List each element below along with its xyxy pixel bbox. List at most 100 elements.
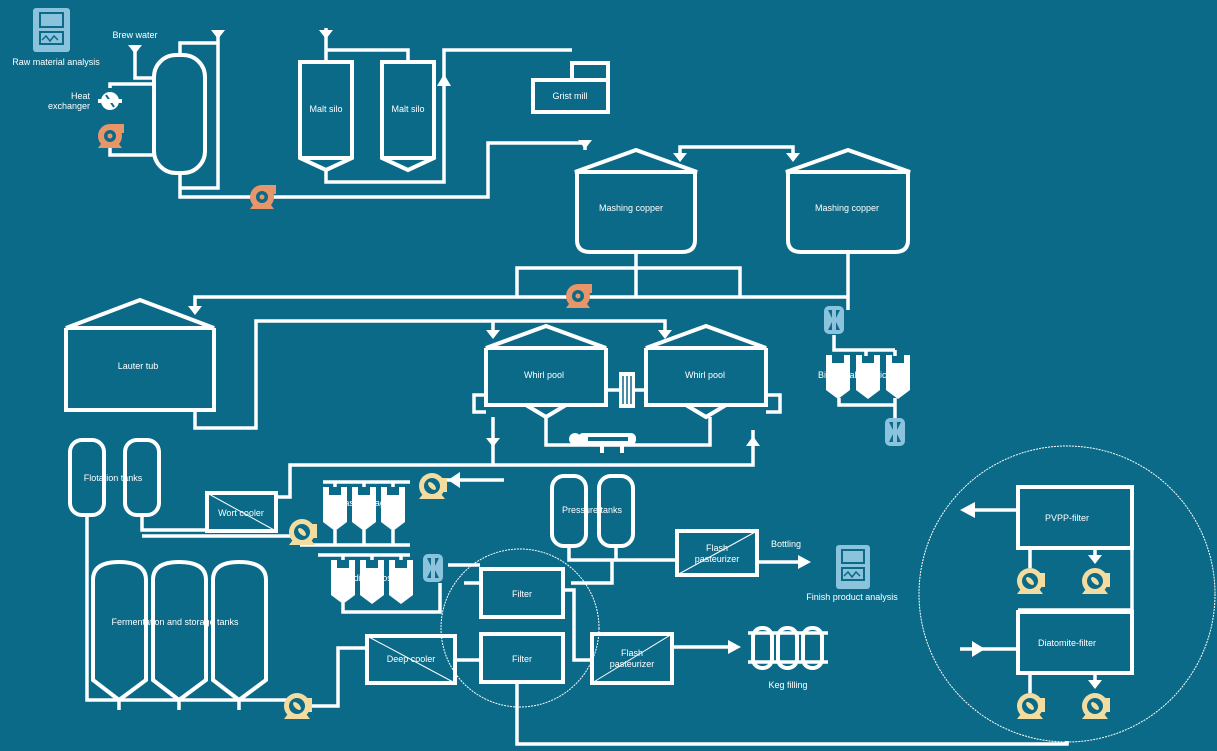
pump-icon[interactable] <box>1082 568 1110 594</box>
arrow-down-icon <box>486 330 500 339</box>
arrow-up-icon <box>437 74 451 86</box>
finish-product-analysis-icon[interactable] <box>836 545 870 589</box>
pump-icon[interactable] <box>250 185 276 209</box>
arrow-down-icon <box>486 438 500 447</box>
yeast-dosage-tank[interactable] <box>352 487 376 531</box>
hot-water-tank[interactable] <box>152 53 207 175</box>
filtration-detail-circle <box>918 445 1216 743</box>
keg-filling-label: Keg filling <box>768 680 807 690</box>
fermentation-tank[interactable] <box>91 559 148 703</box>
diatomite-filter[interactable] <box>1016 610 1134 675</box>
acidification-pipe <box>832 335 897 420</box>
flash-pasteurizer-1[interactable] <box>675 529 759 577</box>
filter-cartridge-icon[interactable] <box>619 372 635 408</box>
ingredient-pipe <box>318 553 480 614</box>
fermentation-tank[interactable] <box>211 559 268 703</box>
whirlpool-label: Whirl pool <box>524 370 564 380</box>
pump-icon[interactable] <box>1082 693 1110 719</box>
pump-icon[interactable] <box>1017 693 1045 719</box>
arrow-down-icon <box>1088 555 1102 564</box>
heat-exchanger-label-2: exchanger <box>48 101 90 111</box>
filtration-pipe <box>960 508 1134 744</box>
arrow-left-icon <box>960 502 975 518</box>
arrow-right-icon <box>728 640 741 654</box>
arrow-down-icon <box>673 153 687 162</box>
mash-to-lauter-pipe <box>193 252 850 310</box>
valve-icon[interactable] <box>423 554 443 582</box>
fermentation-outlet-pipe <box>117 646 367 710</box>
arrow-down-icon <box>786 153 800 162</box>
arrow-right-icon <box>798 555 811 569</box>
arrow-down-icon <box>211 30 225 39</box>
pump-icon[interactable] <box>419 473 447 499</box>
valve-icon[interactable] <box>885 418 905 446</box>
biological-acidification-label: Biological acidification <box>818 370 906 380</box>
arrow-up-icon <box>746 436 760 446</box>
fermentation-tank[interactable] <box>151 559 208 703</box>
valve-icon[interactable] <box>824 306 844 334</box>
grist-mill-label: Grist mill <box>553 91 588 101</box>
mashing-copper-label: Mashing copper <box>599 203 663 213</box>
lauter-to-whirlpool-pipe <box>193 319 667 430</box>
raw-material-analysis-label: Raw material analysis <box>12 57 100 67</box>
filter-detail-circle <box>440 548 600 708</box>
pump-icon[interactable] <box>284 693 312 719</box>
whirlpool-2[interactable] <box>644 323 768 420</box>
flash-pasteurizer-label: Flash <box>621 648 643 658</box>
whirlpool-outlet-pipe <box>276 417 755 499</box>
heat-exchanger-icon[interactable] <box>98 92 122 110</box>
heat-exchanger-label: Heat <box>71 91 91 101</box>
malt-inlet-pipe <box>324 28 410 62</box>
arrow-down-icon <box>319 30 333 39</box>
mashing-copper-2[interactable] <box>785 147 911 254</box>
filter-1[interactable] <box>479 567 565 619</box>
bottling-label: Bottling <box>771 539 801 549</box>
yeast-dosage-tank[interactable] <box>381 487 405 531</box>
pump-icon[interactable] <box>289 519 317 545</box>
flotation-tanks-label: Flotation tanks <box>84 473 143 483</box>
pump-icon[interactable] <box>98 124 124 148</box>
flash-pasteurizer-label-2: pasteurizer <box>610 659 655 669</box>
copper-transfer-pipe <box>678 145 795 158</box>
brew-water-pipe <box>133 50 155 80</box>
yeast-pipe <box>300 480 410 547</box>
raw-material-analysis-icon[interactable] <box>33 8 70 52</box>
grist-mill[interactable] <box>531 61 610 114</box>
fermentation-tanks-label: Fermentation and storage tanks <box>111 617 239 627</box>
malt-silo-1[interactable] <box>298 60 354 173</box>
pump-icon[interactable] <box>566 284 592 308</box>
pressure-tanks-label: Pressure tanks <box>562 505 623 515</box>
pvpp-filter-label: PVPP-filter <box>1045 513 1089 523</box>
deep-cooler-label: Deep cooler <box>387 654 436 664</box>
keg-filling-icon[interactable] <box>748 626 828 670</box>
diatomite-filter-label: Diatomite-filter <box>1038 638 1096 648</box>
pump-icon[interactable] <box>1017 568 1045 594</box>
brew-water-label: Brew water <box>112 30 157 40</box>
malt-silo-label: Malt silo <box>309 104 342 114</box>
wort-cooler[interactable] <box>205 491 278 533</box>
flash-pasteurizer-2[interactable] <box>590 632 674 685</box>
filter-2[interactable] <box>479 632 565 684</box>
arrow-left-icon <box>448 472 460 488</box>
mashing-copper-1[interactable] <box>574 147 698 254</box>
whirlpool-label: Whirl pool <box>685 370 725 380</box>
deep-cooler[interactable] <box>365 634 457 685</box>
plate-heat-exchanger-icon[interactable] <box>569 433 636 453</box>
wort-cooler-label: Wort cooler <box>218 508 264 518</box>
filter-label: Filter <box>512 589 532 599</box>
pressure-tank-pipe <box>464 546 677 585</box>
mashing-copper-label: Mashing copper <box>815 203 879 213</box>
arrow-down-icon <box>188 306 202 315</box>
malt-silo-label: Malt silo <box>391 104 424 114</box>
arrow-down-icon <box>128 45 142 54</box>
lauter-tub[interactable] <box>64 297 216 412</box>
malt-to-mill-pipe <box>324 48 572 184</box>
yeast-dosage-tank[interactable] <box>323 487 347 531</box>
arrow-down-icon <box>1088 680 1102 689</box>
malt-silo-2[interactable] <box>380 60 436 173</box>
flash-pasteurizer-label-2: pasteurizer <box>695 554 740 564</box>
finish-product-analysis-label: Finish product analysis <box>806 592 898 602</box>
flotation-pipe <box>85 515 300 702</box>
filter-label: Filter <box>512 654 532 664</box>
